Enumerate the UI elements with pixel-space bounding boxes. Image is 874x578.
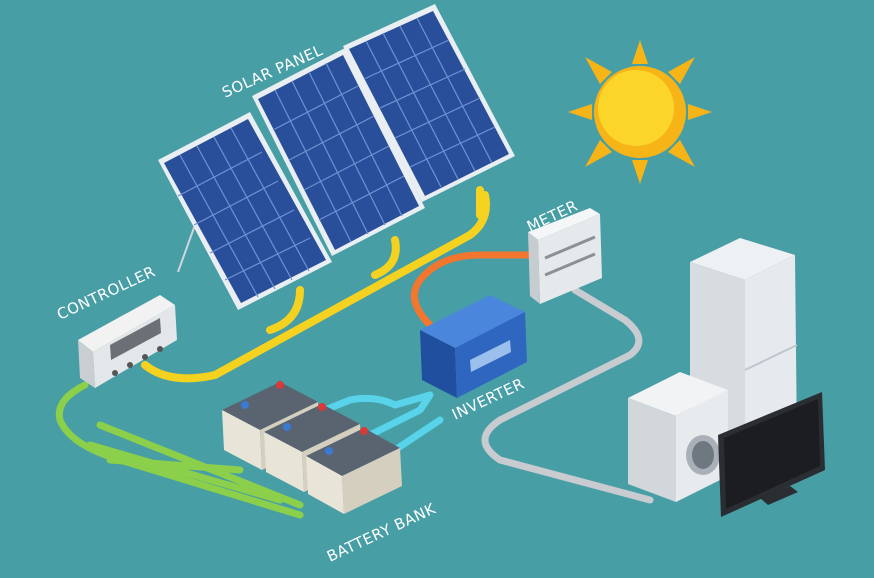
solar-panel-icon	[158, 4, 515, 310]
solar-panel-2	[252, 48, 425, 256]
meter-icon	[528, 208, 602, 304]
meter-wire	[410, 251, 534, 329]
controller-icon	[78, 295, 177, 388]
solar-panel-3	[343, 4, 515, 202]
sun-icon	[568, 40, 712, 184]
washing-machine-icon	[628, 372, 728, 502]
battery-icon	[306, 427, 402, 514]
wires	[55, 186, 654, 519]
battery-bank	[222, 381, 402, 514]
panel-stand	[177, 224, 196, 273]
tv-icon	[718, 392, 825, 517]
solar-wire	[141, 186, 490, 383]
inverter-icon	[420, 295, 527, 398]
solar-panel-1	[158, 112, 332, 310]
controller-wire	[55, 381, 304, 519]
load-wire	[481, 286, 654, 504]
